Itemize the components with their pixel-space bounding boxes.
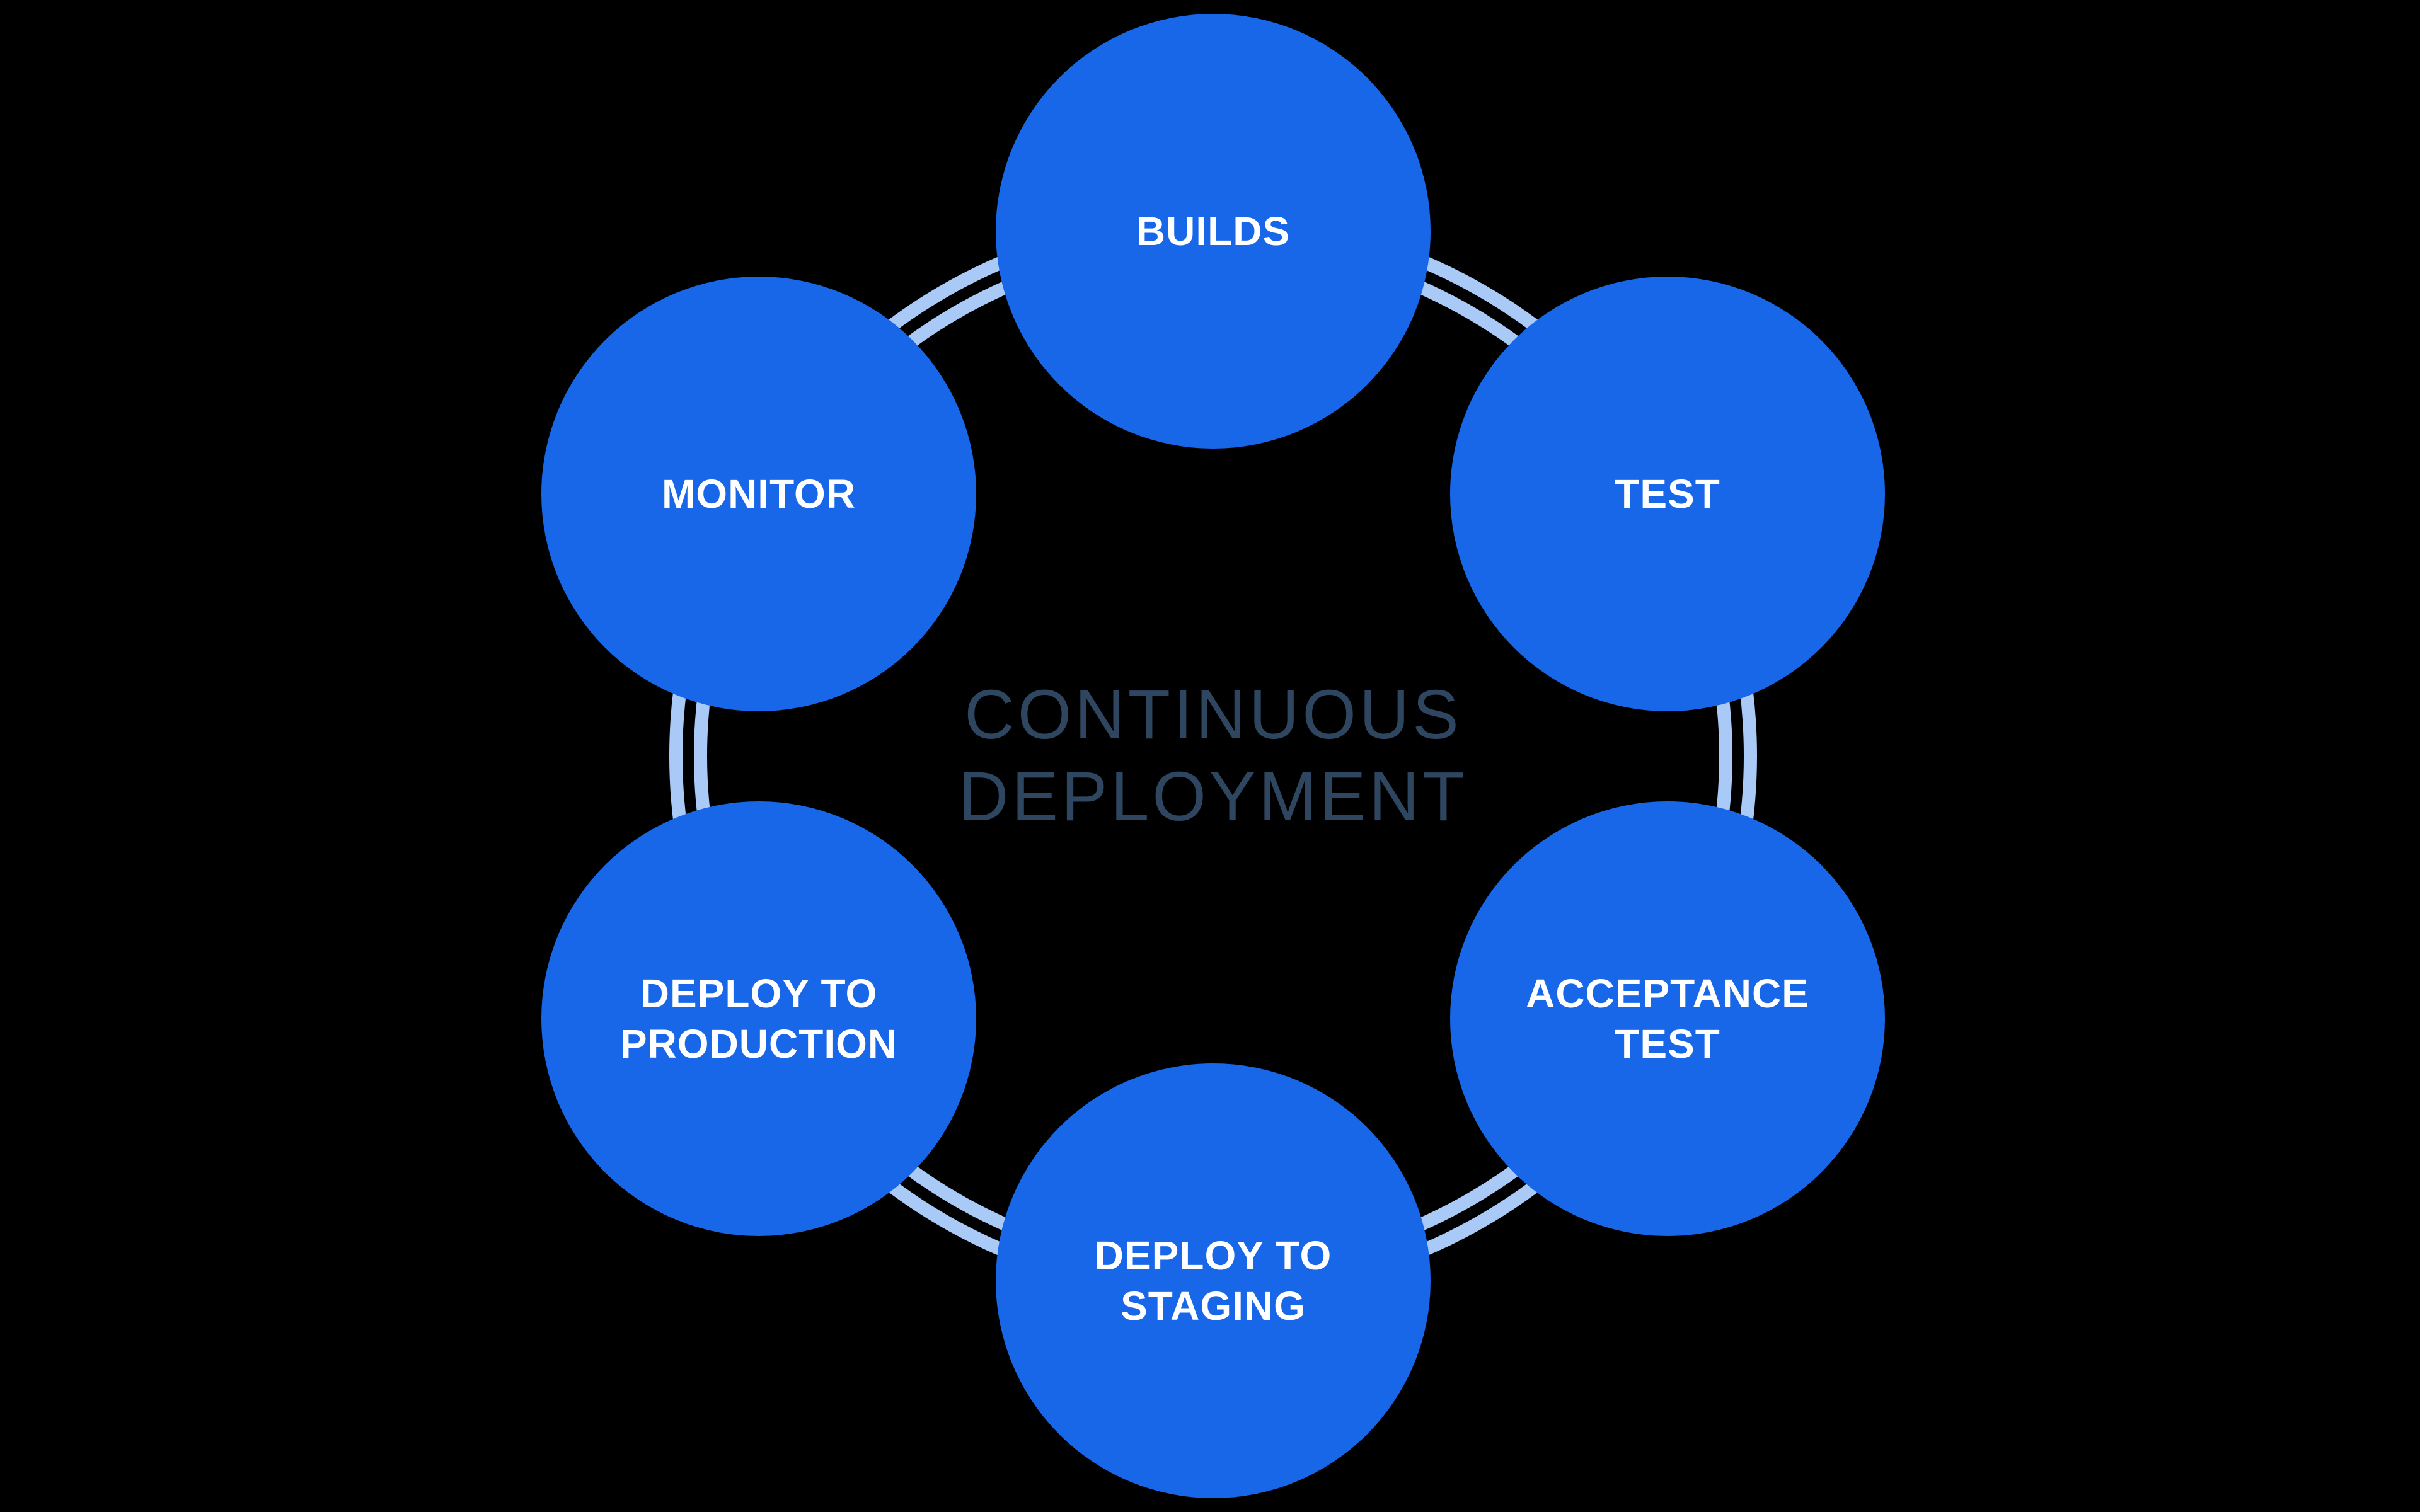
node-acceptance-test-label: ACCEPTANCE TEST: [1526, 971, 1809, 1067]
node-test: TEST: [1450, 277, 1885, 711]
node-builds-label: BUILDS: [1136, 209, 1291, 254]
node-monitor-label: MONITOR: [661, 471, 856, 517]
node-deploy-to-production: DEPLOY TO PRODUCTION: [541, 801, 976, 1236]
node-monitor: MONITOR: [541, 277, 976, 711]
node-deploy-to-staging-label: DEPLOY TO STAGING: [1094, 1233, 1332, 1329]
node-test-label: TEST: [1615, 471, 1720, 517]
node-acceptance-test: ACCEPTANCE TEST: [1450, 801, 1885, 1236]
node-deploy-to-production-label: DEPLOY TO PRODUCTION: [619, 971, 898, 1067]
diagram-title-line1: CONTINUOUS: [964, 676, 1462, 754]
node-builds: BUILDS: [996, 14, 1431, 449]
diagram-title-line2: DEPLOYMENT: [959, 758, 1468, 835]
node-deploy-to-staging: DEPLOY TO STAGING: [996, 1063, 1431, 1498]
diagram-title: CONTINUOUS DEPLOYMENT: [959, 674, 1468, 838]
